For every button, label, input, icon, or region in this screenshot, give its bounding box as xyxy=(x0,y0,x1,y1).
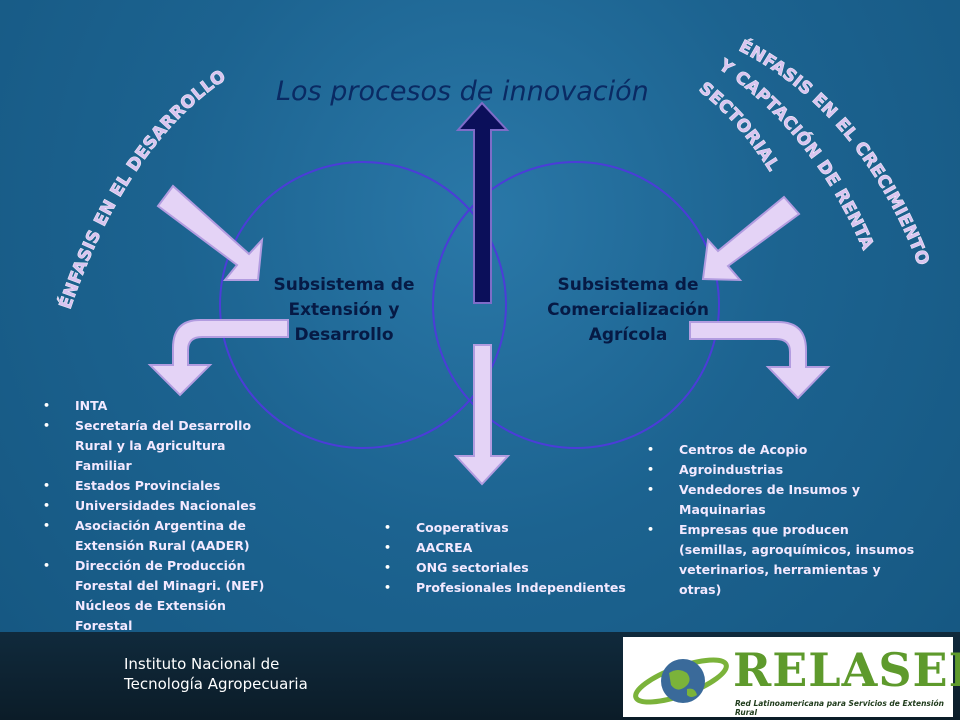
list-item-text: Profesionales Independientes xyxy=(416,580,626,595)
list-item: • Profesionales Independientes xyxy=(384,578,626,598)
right-circle-label: Subsistema de Comercialización Agrícola xyxy=(528,273,728,348)
globe-icon xyxy=(633,657,729,705)
list-item-text: Universidades Nacionales xyxy=(75,498,257,513)
list-item: • Empresas que producen (semillas, agroqu… xyxy=(647,520,919,600)
list-item-text: Empresas que producen (semillas, agroquí… xyxy=(679,522,915,597)
right-actor-list: • Centros de Acopio • Agroindustrias • Vended… xyxy=(647,440,919,600)
list-item: • Cooperativas xyxy=(384,518,626,538)
list-item-text: Dirección de Producción Forestal del Min… xyxy=(75,558,265,633)
bullet-icon: • xyxy=(43,479,51,492)
arc-text-left: ÉNFASIS EN EL DESARROLLO xyxy=(54,66,230,312)
list-item-text: Centros de Acopio xyxy=(679,442,808,457)
list-item-text: Cooperativas xyxy=(416,520,509,535)
right-diagonal-arrow xyxy=(701,195,801,282)
inta-line2: Tecnología Agropecuaria xyxy=(124,675,308,693)
left-actor-list: • INTA • Secretaría del Desarrollo Rural y … xyxy=(43,396,285,636)
up-arrow xyxy=(455,101,510,304)
list-item: • Agroindustrias xyxy=(647,460,919,480)
list-item-text: Agroindustrias xyxy=(679,462,784,477)
right-circle-line3: Agrícola xyxy=(588,325,668,345)
left-circle-label: Subsistema de Extensión y Desarrollo xyxy=(244,273,444,348)
list-item-text: INTA xyxy=(75,398,108,413)
list-item: • Vendedores de Insumos y Maquinarias xyxy=(647,480,919,520)
right-circle-line1: Subsistema de xyxy=(557,275,699,295)
list-item: • Universidades Nacionales xyxy=(43,496,285,516)
bullet-icon: • xyxy=(384,521,392,534)
bullet-icon: • xyxy=(647,463,655,476)
bullet-icon: • xyxy=(43,419,51,432)
bullet-icon: • xyxy=(647,483,655,496)
left-circle-line2: Extensión y xyxy=(288,300,400,320)
left-curved-arrow xyxy=(147,319,289,397)
list-item-text: ONG sectoriales xyxy=(416,560,529,575)
right-circle-line2: Comercialización xyxy=(547,300,709,320)
bullet-icon: • xyxy=(384,561,392,574)
list-item: • AACREA xyxy=(384,538,626,558)
inta-logo-text: Instituto Nacional de Tecnología Agropec… xyxy=(124,654,308,694)
list-item: • Estados Provinciales xyxy=(43,476,285,496)
bullet-icon: • xyxy=(43,519,51,532)
down-arrow-center xyxy=(453,344,511,486)
list-item: • Asociación Argentina de Extensión Rural… xyxy=(43,516,285,556)
list-item: • ONG sectoriales xyxy=(384,558,626,578)
bullet-icon: • xyxy=(43,399,51,412)
relaser-subtitle: Red Latinoamericana para Servicios de Ex… xyxy=(735,699,944,717)
list-item: • Secretaría del Desarrollo Rural y la Ag… xyxy=(43,416,285,476)
bullet-icon: • xyxy=(647,443,655,456)
left-circle xyxy=(219,161,507,449)
left-circle-line3: Desarrollo xyxy=(294,325,394,345)
diagram-title: Los procesos de innovación xyxy=(276,76,649,107)
list-item: • INTA xyxy=(43,396,285,416)
list-item: • Centros de Acopio xyxy=(647,440,919,460)
list-item-text: Estados Provinciales xyxy=(75,478,221,493)
list-item-text: AACREA xyxy=(416,540,473,555)
center-actor-list: • Cooperativas • AACREA • ONG sectoriales • Pro… xyxy=(384,518,626,598)
list-item-text: Asociación Argentina de Extensión Rural … xyxy=(75,518,250,553)
left-diagonal-arrow xyxy=(156,184,264,281)
list-item-text: Vendedores de Insumos y Maquinarias xyxy=(679,482,860,517)
list-item: • Dirección de Producción Forestal del Mi… xyxy=(43,556,285,636)
right-circle xyxy=(432,161,720,449)
right-curved-arrow xyxy=(689,321,831,400)
bullet-icon: • xyxy=(43,499,51,512)
left-circle-line1: Subsistema de xyxy=(273,275,415,295)
list-item-text: Secretaría del Desarrollo Rural y la Agr… xyxy=(75,418,252,473)
bullet-icon: • xyxy=(384,541,392,554)
bullet-icon: • xyxy=(43,559,51,572)
bullet-icon: • xyxy=(647,523,655,536)
inta-line1: Instituto Nacional de xyxy=(124,655,280,673)
bullet-icon: • xyxy=(384,581,392,594)
